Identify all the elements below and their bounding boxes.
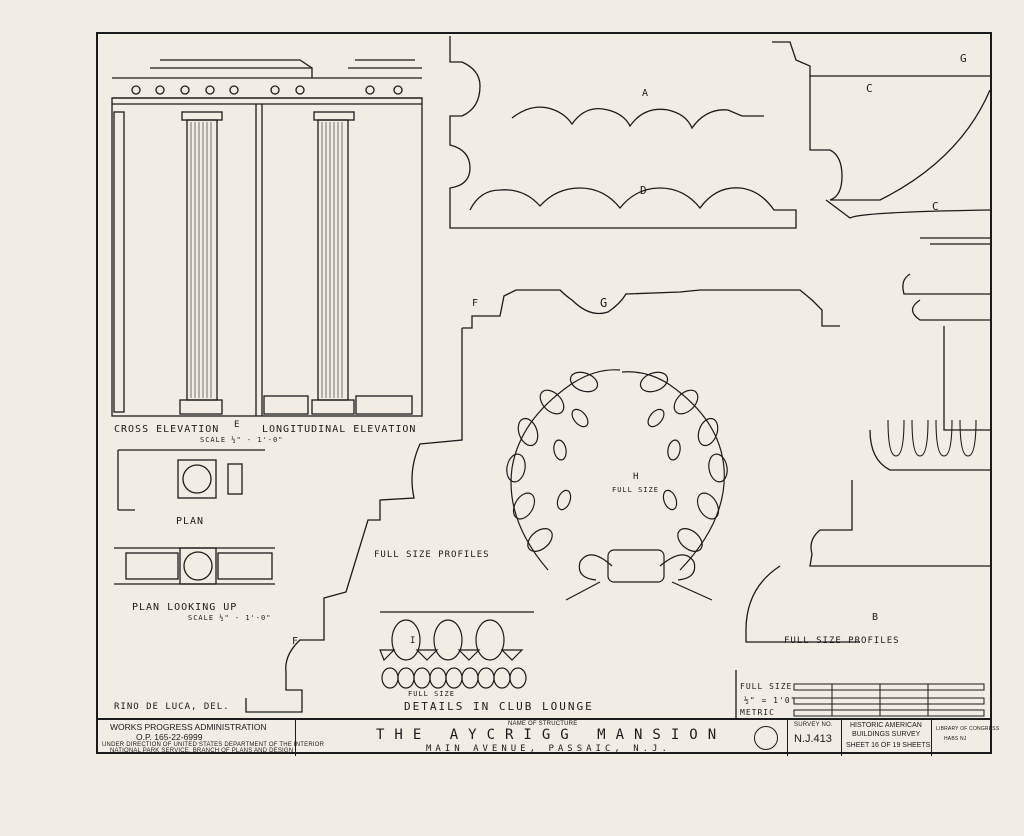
title-block: WORKS PROGRESS ADMINISTRATION O.P. 165-2… bbox=[96, 718, 999, 756]
scale-half-inch: ½" = 1'0" bbox=[744, 696, 797, 705]
label-a: A bbox=[642, 88, 650, 99]
plan-looking-up-drawing bbox=[114, 547, 275, 585]
plan-label: PLAN bbox=[176, 516, 205, 527]
scale-metric: METRIC bbox=[740, 708, 775, 717]
survey-label: SURVEY NO. bbox=[794, 722, 833, 728]
direction-line-2: NATIONAL PARK SERVICE, BRANCH OF PLANS A… bbox=[110, 748, 294, 754]
label-i: I bbox=[410, 636, 417, 646]
habs-line-1: HISTORIC AMERICAN bbox=[850, 722, 922, 729]
label-h: H bbox=[633, 472, 640, 482]
structure-cell: NAME OF STRUCTURE THE AYCRIGG MANSION MA… bbox=[296, 720, 788, 756]
survey-cell: SURVEY NO. N.J.413 bbox=[788, 720, 842, 756]
plan-drawing bbox=[117, 449, 265, 511]
ornament-i bbox=[379, 611, 534, 689]
full-size-profiles-left: FULL SIZE PROFILES bbox=[374, 550, 490, 560]
label-g-top: G bbox=[960, 52, 968, 65]
wreath-ornament bbox=[506, 369, 728, 601]
label-f: F bbox=[472, 298, 480, 309]
survey-number: N.J.413 bbox=[794, 733, 832, 745]
scale-bar-graphic bbox=[793, 683, 985, 717]
drawing-sheet-border bbox=[96, 32, 992, 754]
label-c-bottom: C bbox=[932, 200, 940, 213]
label-e: E bbox=[234, 420, 241, 430]
habs-line-2: BUILDINGS SURVEY bbox=[852, 731, 921, 738]
label-b: B bbox=[872, 612, 880, 623]
agency-name: WORKS PROGRESS ADMINISTRATION bbox=[110, 722, 267, 732]
structure-label: NAME OF STRUCTURE bbox=[508, 721, 578, 727]
department-seal bbox=[754, 726, 778, 750]
plan-looking-up-label: PLAN LOOKING UP bbox=[132, 602, 238, 613]
full-size-profiles-right: FULL SIZE PROFILES bbox=[784, 636, 900, 646]
library-cell: LIBRARY OF CONGRESS HABS NJ bbox=[932, 720, 999, 756]
cross-elevation-drawing bbox=[111, 59, 423, 417]
profile-b bbox=[745, 326, 990, 643]
profile-f-g bbox=[245, 289, 840, 713]
label-f-lower: F bbox=[292, 636, 300, 647]
elevation-scale: SCALE ½" - 1'-0" bbox=[200, 436, 284, 444]
library-note-2: HABS NJ bbox=[944, 736, 967, 742]
profile-c bbox=[772, 41, 991, 321]
label-g: G bbox=[600, 296, 609, 310]
cross-elevation-label: CROSS ELEVATION bbox=[114, 424, 220, 435]
profile-a-d bbox=[449, 36, 797, 229]
scale-full-size: FULL SIZE bbox=[740, 682, 793, 691]
longitudinal-elevation-label: LONGITUDINAL ELEVATION bbox=[262, 424, 417, 435]
details-title: DETAILS IN CLUB LOUNGE bbox=[404, 700, 594, 713]
plan-scale: SCALE ½" - 1'-0" bbox=[188, 614, 272, 622]
direction-line-1: UNDER DIRECTION OF UNITED STATES DEPARTM… bbox=[102, 742, 325, 748]
delineator: RINO DE LUCA, DEL. bbox=[114, 702, 230, 712]
label-c-top: C bbox=[866, 82, 874, 95]
structure-name: THE AYCRIGG MANSION bbox=[376, 727, 727, 743]
label-d: D bbox=[640, 184, 648, 197]
label-i-full-size: FULL SIZE bbox=[408, 690, 455, 698]
sheet-number: SHEET 16 OF 19 SHEETS bbox=[846, 742, 931, 749]
label-h-full-size: FULL SIZE bbox=[612, 486, 659, 494]
library-note-1: LIBRARY OF CONGRESS bbox=[936, 726, 1000, 732]
structure-location: MAIN AVENUE, PASSAIC, N.J. bbox=[426, 744, 671, 754]
agency-cell: WORKS PROGRESS ADMINISTRATION O.P. 165-2… bbox=[96, 720, 324, 756]
habs-cell: HISTORIC AMERICAN BUILDINGS SURVEY SHEET… bbox=[842, 720, 932, 756]
op-number: O.P. 165-22-6999 bbox=[136, 732, 203, 742]
